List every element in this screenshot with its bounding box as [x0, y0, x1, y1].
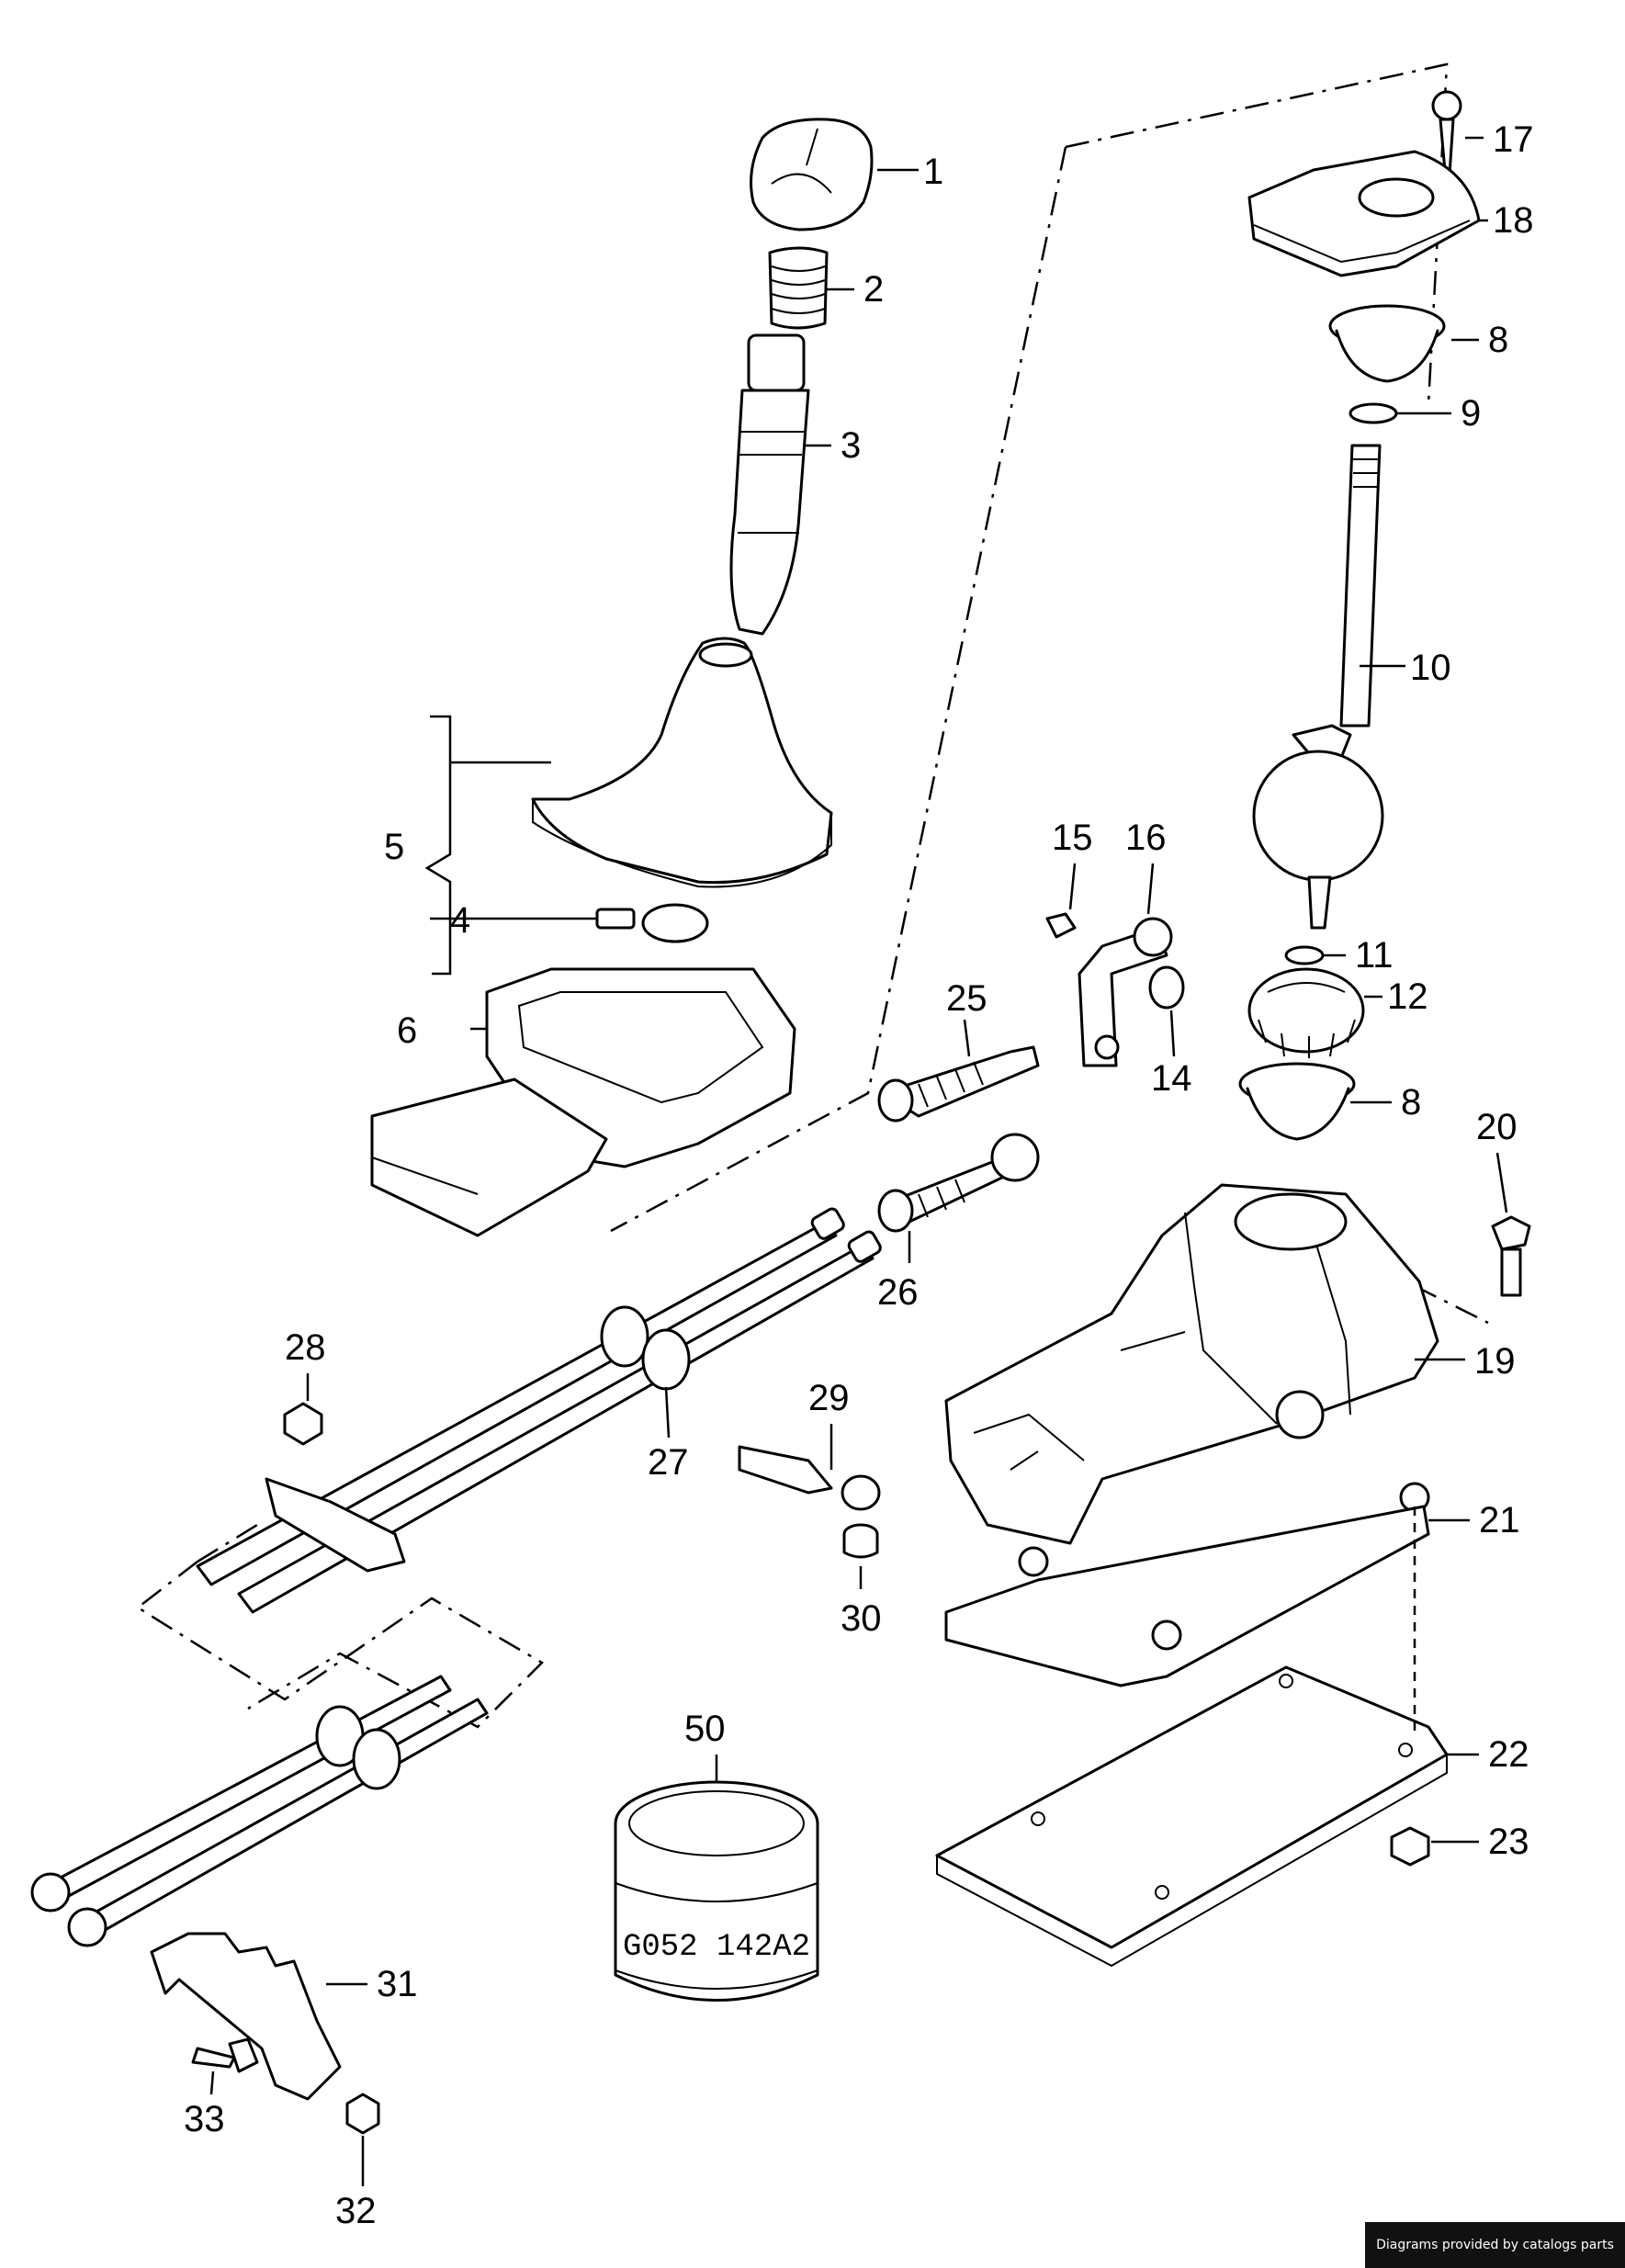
tin-label: G052 142A2 [623, 1930, 810, 1965]
hose-clamp [595, 903, 709, 943]
bolt-33 [191, 2037, 259, 2073]
callout-29: 29 [808, 1378, 850, 1418]
shift-lever [1252, 444, 1384, 930]
phantom-line-long [610, 146, 1067, 1233]
callout-17: 17 [1493, 119, 1534, 160]
shift-knob [750, 118, 874, 231]
callout-10: 10 [1410, 648, 1451, 688]
washer-11 [1284, 945, 1325, 965]
bearing-cup-upper [1328, 304, 1446, 383]
leader-lines [209, 136, 1508, 2186]
nut-28 [283, 1402, 323, 1446]
callout-21: 21 [1479, 1500, 1520, 1540]
callout-11: 11 [1355, 935, 1394, 976]
shift-boot [531, 637, 833, 888]
callout-16: 16 [1125, 818, 1167, 858]
shift-cables-upper [196, 1207, 882, 1614]
ball-bushing [1247, 967, 1365, 1058]
bolt-20 [1491, 1215, 1531, 1297]
phantom-line-cable-2 [197, 1523, 258, 1563]
phantom-line-housing [1414, 1284, 1489, 1325]
shift-housing [944, 1183, 1439, 1545]
ball-socket-26 [877, 1133, 1040, 1233]
callout-8a: 8 [1488, 320, 1508, 360]
lever-extension [729, 333, 810, 636]
callout-2: 2 [863, 269, 884, 310]
cable-adjuster-25 [877, 1045, 1040, 1123]
callout-9: 9 [1461, 393, 1481, 434]
callout-20: 20 [1476, 1107, 1518, 1147]
shift-cables-lower [30, 1675, 489, 1947]
phantom-line-cable [135, 1561, 545, 1729]
callout-8b: 8 [1401, 1082, 1421, 1123]
callout-numbers: 1 2 3 4 5 6 8 9 10 11 12 14 15 16 17 18 … [184, 119, 1534, 2231]
lock-bracket [1045, 912, 1185, 1067]
callout-14: 14 [1151, 1058, 1192, 1099]
callout-26: 26 [877, 1272, 919, 1313]
callout-18: 18 [1493, 200, 1534, 241]
credit-banner: Diagrams provided by catalogs parts [1365, 2222, 1625, 2268]
cable-bracket-31 [150, 1932, 342, 2101]
callout-3: 3 [841, 425, 861, 466]
callout-33: 33 [184, 2099, 225, 2139]
phantom-line-shaft [1065, 62, 1449, 405]
spring [768, 246, 829, 330]
callout-32: 32 [335, 2191, 377, 2231]
nut-32 [345, 2093, 380, 2135]
screw-17 [1431, 90, 1462, 204]
callout-50: 50 [684, 1709, 726, 1749]
base-plate-upper [944, 1505, 1430, 1687]
grease-tin: G052 142A2 [614, 1780, 819, 2002]
callout-4: 4 [450, 900, 470, 941]
callout-25: 25 [946, 978, 987, 1019]
base-plate-22 [935, 1665, 1449, 1968]
o-ring-9 [1349, 402, 1398, 424]
center-console-trim [370, 967, 796, 1237]
nut-23 [1390, 1826, 1430, 1867]
bearing-cup-lower [1238, 1062, 1356, 1141]
callout-6: 6 [397, 1010, 417, 1051]
callout-22: 22 [1488, 1734, 1529, 1775]
callout-1: 1 [923, 152, 943, 192]
callout-28: 28 [285, 1327, 326, 1368]
spring-clip-29 [738, 1445, 881, 1511]
callout-30: 30 [841, 1598, 882, 1639]
callout-5: 5 [384, 827, 404, 867]
callout-12: 12 [1387, 976, 1428, 1017]
callout-19: 19 [1474, 1341, 1516, 1382]
callout-27: 27 [648, 1442, 689, 1483]
callout-23: 23 [1488, 1822, 1529, 1862]
lever-cover-plate [1247, 150, 1481, 277]
callout-15: 15 [1052, 818, 1093, 858]
cap-30 [842, 1523, 879, 1559]
callout-31: 31 [377, 1964, 418, 2004]
